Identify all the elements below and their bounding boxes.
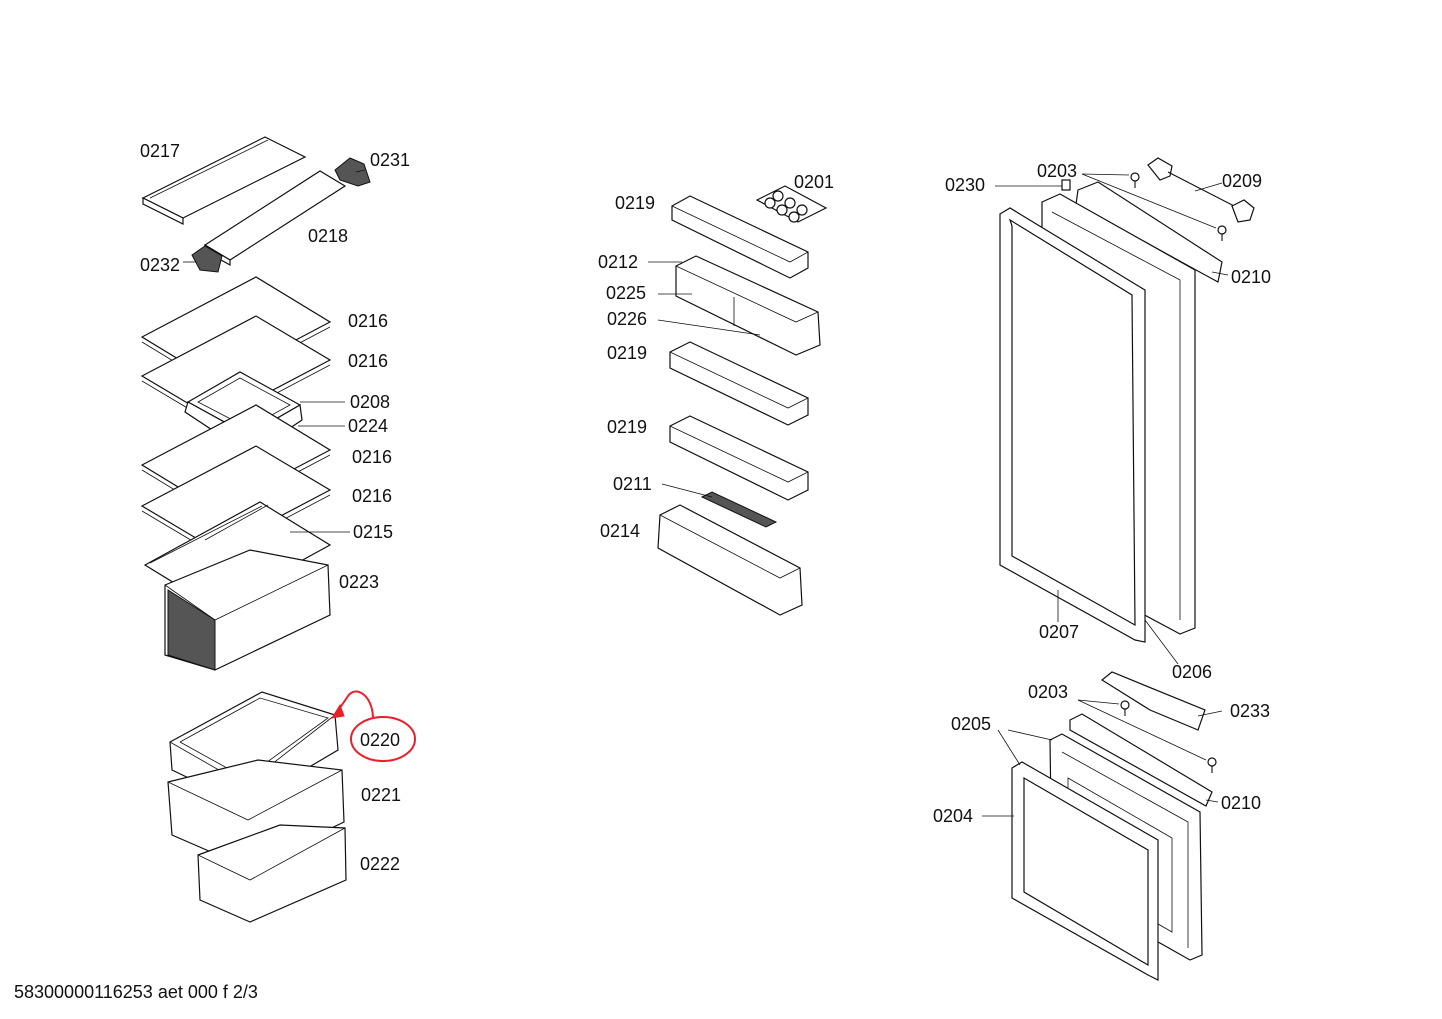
leader-lines-middle — [648, 261, 761, 498]
hinge-bracket-0209 — [1147, 157, 1255, 223]
door-seal-0207 — [999, 207, 1146, 643]
screws-0203-a — [1130, 172, 1227, 241]
label-0225: 0225 — [606, 283, 647, 303]
label-0203-a: 0203 — [1037, 161, 1078, 181]
door-bin-0219-c — [669, 415, 809, 501]
door-bin-0212 — [675, 255, 821, 356]
label-0221: 0221 — [361, 785, 402, 805]
drawer-0223 — [164, 549, 331, 671]
label-0216-b: 0216 — [348, 351, 389, 371]
leader-lines-right-bottom — [982, 699, 1223, 817]
label-0216-a: 0216 — [348, 311, 389, 331]
label-0224: 0224 — [348, 416, 389, 436]
label-0226: 0226 — [607, 309, 648, 329]
label-0223: 0223 — [339, 572, 380, 592]
label-0205: 0205 — [951, 714, 992, 734]
door-bin-0219-a — [671, 195, 809, 279]
label-0216-c: 0216 — [352, 447, 393, 467]
label-0212: 0212 — [598, 252, 639, 272]
label-0210-b: 0210 — [1221, 793, 1262, 813]
door-bin-0219-b — [669, 341, 809, 426]
label-0218: 0218 — [308, 226, 349, 246]
label-0216-d: 0216 — [352, 486, 393, 506]
label-0220: 0220 — [360, 730, 401, 750]
label-0211: 0211 — [613, 474, 652, 494]
screws-0203-b — [1120, 700, 1217, 773]
label-0206: 0206 — [1172, 662, 1213, 682]
leader-lines-left — [183, 169, 366, 263]
label-0231: 0231 — [370, 150, 411, 170]
label-0219-b: 0219 — [607, 343, 648, 363]
label-0203-b: 0203 — [1028, 682, 1069, 702]
label-0204: 0204 — [933, 806, 974, 826]
label-0233: 0233 — [1230, 701, 1271, 721]
document-reference: 58300000116253 aet 000 f 2/3 — [14, 982, 258, 1002]
door-bin-0214 — [657, 504, 803, 616]
drawer-0222 — [197, 824, 347, 923]
label-0232: 0232 — [140, 255, 181, 275]
clip-0231 — [334, 157, 371, 187]
label-0210-a: 0210 — [1231, 267, 1272, 287]
label-0230: 0230 — [945, 175, 986, 195]
label-0214: 0214 — [600, 521, 641, 541]
label-0215: 0215 — [353, 522, 394, 542]
label-0219-c: 0219 — [607, 417, 648, 437]
leader-lines-shelves — [290, 401, 350, 533]
label-0209: 0209 — [1222, 171, 1263, 191]
label-0222: 0222 — [360, 854, 401, 874]
hinge-0210-b — [1069, 713, 1213, 807]
egg-tray-0201 — [755, 185, 828, 223]
bottle-rack-0211 — [700, 491, 778, 528]
label-0201: 0201 — [794, 172, 835, 192]
label-0207: 0207 — [1039, 622, 1080, 642]
label-0219-a: 0219 — [615, 193, 656, 213]
freezer-seal-0204 — [1011, 761, 1159, 981]
shelf-0217 — [141, 136, 307, 225]
leader-lines-right-top — [995, 173, 1229, 665]
cover-0233 — [1100, 671, 1206, 731]
clip-0232 — [191, 245, 223, 273]
block-0230 — [1061, 179, 1071, 191]
highlight-0220 — [330, 690, 416, 762]
label-0208: 0208 — [350, 392, 391, 412]
label-0217: 0217 — [140, 141, 181, 161]
